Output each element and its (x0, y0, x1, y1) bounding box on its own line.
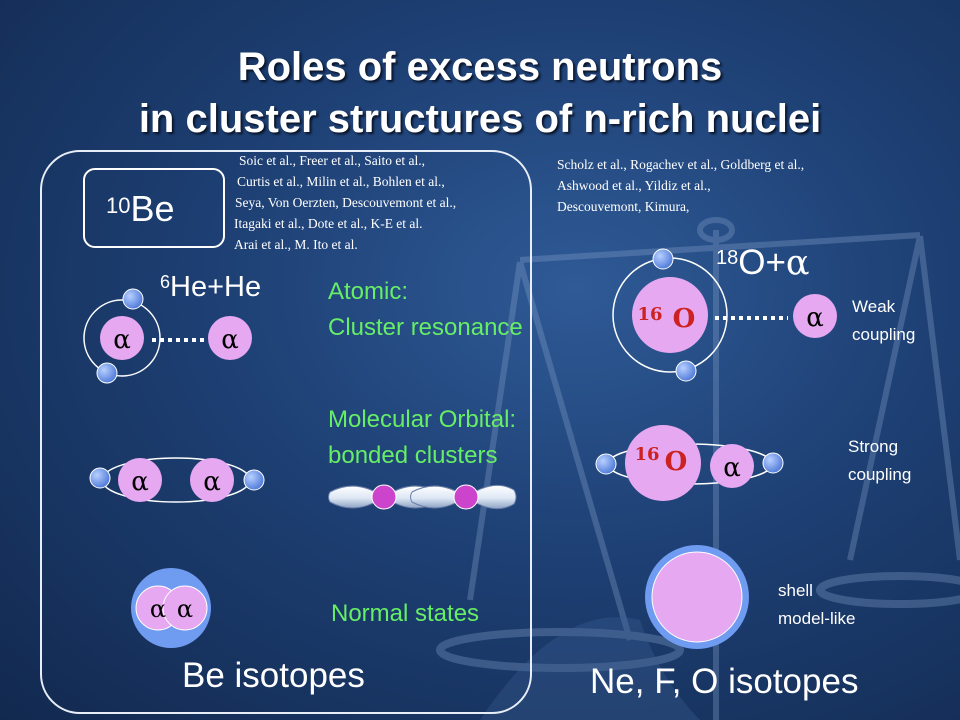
valence-neutron (96, 362, 118, 384)
alpha-cluster (162, 585, 208, 631)
strong-label-line-1: Strong (848, 437, 899, 456)
o-reference-line: Ashwood et al., Yildiz et al., (557, 178, 711, 193)
be-reference-line: Arai et al., M. Ito et al. (234, 237, 358, 252)
be-reference-line: Curtis et al., Milin et al., Bohlen et a… (237, 174, 445, 189)
alpha-symbol: α (723, 453, 741, 483)
orbital-lobe (465, 484, 517, 510)
o16-symbol: O (665, 447, 688, 477)
weak-label-line-2: coupling (852, 325, 916, 344)
o16-core (625, 425, 701, 501)
o18-weak-coupling-diagram: 16 O α (612, 248, 837, 382)
o18-text: O+ (738, 243, 786, 282)
valence-neutron (243, 469, 265, 491)
molecular-label-line-1: Molecular Orbital: (328, 406, 517, 433)
alpha-cluster (208, 316, 252, 360)
alpha-symbol: α (806, 303, 824, 333)
alpha-symbol: α (203, 467, 221, 497)
pi-orbital-lobes (328, 484, 517, 510)
weak-label-line-1: Weak (852, 297, 896, 316)
o18-strong-coupling-diagram: 16 O α (595, 425, 784, 501)
he6-he-label: 6He+He (160, 264, 261, 305)
be-references: Soic et al., Freer et al., Saito et al.,… (233, 150, 456, 255)
o-references: Scholz et al., Rogachev et al., Goldberg… (557, 154, 804, 217)
orbital-core (453, 484, 479, 510)
o16-core (632, 277, 708, 353)
be-reference-line: Soic et al., Freer et al., Saito et al., (239, 153, 425, 168)
be10-label: 10Be (106, 184, 175, 231)
o16-mass-number: 16 (634, 444, 659, 465)
normal-state-diagram: α α (131, 568, 211, 648)
be-reference-line: Seya, Von Oerzten, Descouvemont et al., (235, 195, 457, 210)
title-line-2: in cluster structures of n-rich nuclei (138, 97, 822, 141)
ne-f-o-isotopes-label: Ne, F, O isotopes (590, 662, 859, 701)
orbital-core (371, 484, 397, 510)
compact-core (651, 551, 743, 643)
alpha-symbol: α (177, 595, 193, 623)
orbital-lobe (410, 485, 467, 509)
alpha-symbol: α (221, 325, 239, 355)
shell-label-line-1: shell (778, 581, 813, 600)
alpha-symbol: α (131, 467, 149, 497)
alpha-cluster (100, 316, 144, 360)
o16-symbol: O (673, 304, 696, 334)
shell-model-diagram (645, 545, 749, 649)
orbital-lobe (328, 485, 385, 509)
be-isotopes-frame (40, 150, 532, 714)
molecular-orbital-diagram: α α (89, 457, 265, 503)
o18-mass-number: 18 (716, 247, 739, 269)
o18-alpha-label: 18O+α (716, 236, 810, 285)
valence-neutron (89, 467, 111, 489)
o18-alpha-symbol: α (785, 243, 810, 283)
he6-he-atomic-diagram: α α (83, 288, 252, 384)
be10-label-box (83, 168, 225, 248)
strong-label-line-2: coupling (848, 465, 912, 484)
o-reference-line: Scholz et al., Rogachev et al., Goldberg… (557, 157, 805, 172)
valence-neutron (762, 452, 784, 474)
normal-states-label: Normal states (331, 600, 480, 627)
be-isotopes-label: Be isotopes (182, 656, 365, 695)
valence-neutron (652, 248, 674, 270)
alpha-symbol: α (150, 595, 166, 623)
shell-label-line-2: model-like (778, 609, 856, 628)
alpha-cluster (710, 444, 754, 488)
o-reference-line: Descouvemont, Kimura, (557, 199, 690, 214)
alpha-symbol: α (113, 325, 131, 355)
be-reference-line: Itagaki et al., Dote et al., K-E et al. (234, 216, 423, 231)
alpha-cluster (190, 458, 234, 502)
valence-neutron (595, 453, 617, 475)
alpha-cluster (793, 294, 837, 338)
be10-mass-number: 10 (106, 193, 131, 218)
title-line-1: Roles of excess neutrons (237, 45, 723, 89)
alpha-cluster (118, 458, 162, 502)
atomic-label-line-1: Atomic: (328, 278, 409, 305)
o16-mass-number: 16 (637, 304, 662, 325)
atomic-label-line-2: Cluster resonance (328, 314, 523, 341)
be10-symbol: Be (130, 188, 175, 229)
molecular-label-line-2: bonded clusters (328, 442, 498, 469)
he6-he-text: He+He (170, 271, 262, 303)
valence-neutron (675, 360, 697, 382)
valence-neutron (122, 288, 144, 310)
he6-mass-number: 6 (160, 272, 171, 292)
